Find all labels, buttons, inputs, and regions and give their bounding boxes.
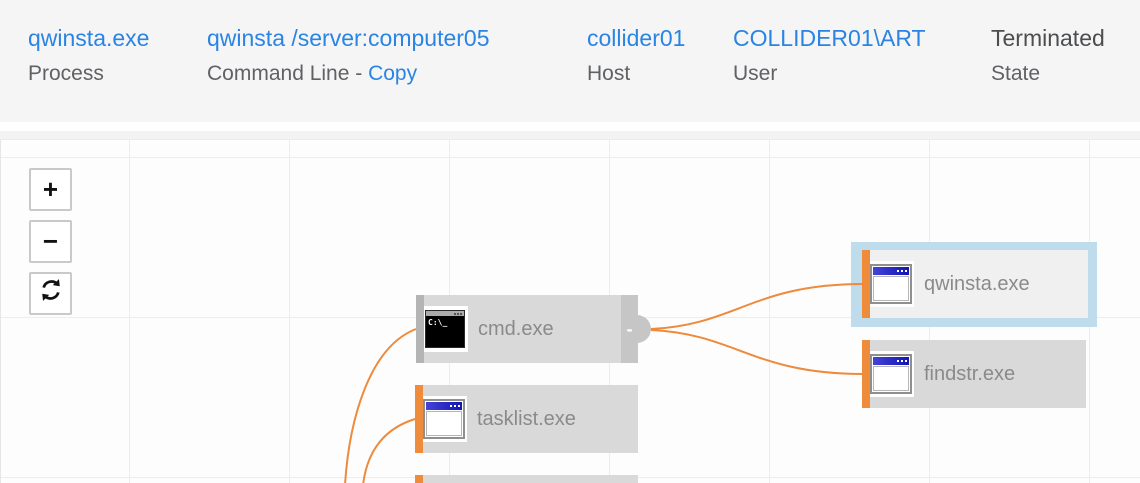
edge-cmd-qwinsta bbox=[650, 283, 864, 330]
window-icon bbox=[868, 351, 914, 397]
host-label: Host bbox=[587, 62, 631, 85]
node-label: qwinsta.exe bbox=[924, 272, 1030, 295]
plus-icon: + bbox=[42, 174, 59, 204]
process-node-findstr[interactable]: findstr.exe bbox=[862, 340, 1086, 408]
process-label: Process bbox=[28, 62, 104, 85]
node-accent-bar bbox=[862, 340, 870, 408]
command-line-label-text: Command Line - bbox=[207, 62, 369, 85]
summary-state: Terminated State bbox=[991, 24, 1105, 87]
summary-host: collider01 Host bbox=[587, 24, 685, 87]
zoom-in-button[interactable]: + bbox=[29, 168, 72, 211]
process-summary-bar: qwinsta.exe Process qwinsta /server:comp… bbox=[0, 0, 1140, 122]
host-link[interactable]: collider01 bbox=[587, 25, 686, 51]
user-link[interactable]: COLLIDER01\ART bbox=[733, 25, 926, 51]
edge-parent-tasklist bbox=[362, 418, 416, 483]
header-divider bbox=[0, 122, 1140, 131]
collapse-button[interactable]: - bbox=[621, 295, 638, 363]
refresh-icon bbox=[38, 277, 64, 310]
node-accent-bar bbox=[862, 250, 870, 318]
summary-command-line: qwinsta /server:computer05 Command Line … bbox=[207, 24, 490, 87]
refresh-button[interactable] bbox=[29, 272, 72, 315]
process-tree-canvas[interactable]: + − C:\_ cmd.exe - qwin bbox=[0, 139, 1140, 483]
window-icon bbox=[868, 261, 914, 307]
node-label: findstr.exe bbox=[924, 362, 1016, 385]
minus-icon: − bbox=[42, 226, 59, 256]
canvas-top-strip bbox=[0, 131, 1140, 139]
user-label: User bbox=[733, 62, 778, 85]
collapse-minus-icon: - bbox=[626, 318, 633, 339]
edge-parent-cmd bbox=[344, 328, 417, 483]
process-node-partial[interactable] bbox=[415, 475, 638, 483]
process-node-qwinsta[interactable]: qwinsta.exe bbox=[862, 250, 1088, 318]
node-accent-bar bbox=[415, 385, 423, 453]
edge-cmd-findstr bbox=[650, 329, 864, 375]
window-icon bbox=[421, 396, 467, 442]
command-line-value[interactable]: qwinsta /server:computer05 bbox=[207, 25, 490, 51]
state-label: State bbox=[991, 62, 1041, 85]
process-name-link[interactable]: qwinsta.exe bbox=[28, 25, 150, 51]
copy-link[interactable]: Copy bbox=[368, 62, 418, 85]
node-accent-bar bbox=[415, 475, 423, 483]
summary-user: COLLIDER01\ART User bbox=[733, 24, 926, 87]
process-node-tasklist[interactable]: tasklist.exe bbox=[415, 385, 638, 453]
zoom-out-button[interactable]: − bbox=[29, 220, 72, 263]
node-label: cmd.exe bbox=[478, 317, 554, 340]
node-label: tasklist.exe bbox=[477, 407, 576, 430]
summary-process: qwinsta.exe Process bbox=[28, 24, 149, 87]
node-accent-bar bbox=[416, 295, 424, 363]
state-value: Terminated bbox=[991, 25, 1105, 51]
process-node-cmd[interactable]: C:\_ cmd.exe - bbox=[416, 295, 651, 363]
terminal-icon: C:\_ bbox=[422, 306, 468, 352]
command-line-label: Command Line - Copy bbox=[207, 61, 490, 87]
